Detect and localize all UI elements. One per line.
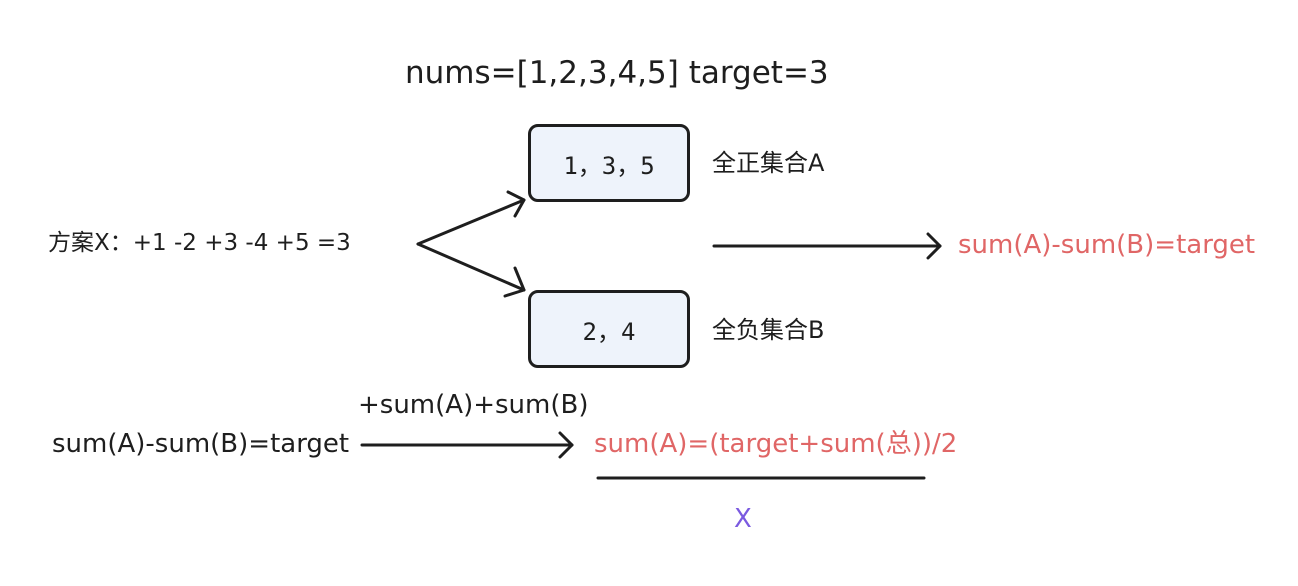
derivation-left: sum(A)-sum(B)=target <box>52 429 350 459</box>
result-equation: sum(A)-sum(B)=target <box>958 230 1256 260</box>
derivation-operation: +sum(A)+sum(B) <box>358 390 589 420</box>
set-b-label: 全负集合B <box>712 316 825 344</box>
set-a-label: 全正集合A <box>712 149 825 177</box>
set-b-content: 2，4 <box>582 317 636 346</box>
arrow-to-set-b <box>416 242 526 298</box>
arrow-to-result <box>712 232 942 260</box>
arrow-to-set-a <box>416 190 526 246</box>
scheme-x-expression: 方案X：+1 -2 +3 -4 +5 =3 <box>48 230 351 256</box>
problem-statement: nums=[1,2,3,4,5] target=3 <box>405 55 829 91</box>
set-a-content: 1，3，5 <box>563 151 655 180</box>
set-b-box: 2，4 <box>528 290 690 368</box>
set-a-box: 1，3，5 <box>528 124 690 202</box>
variable-x: X <box>734 504 752 534</box>
derivation-right: sum(A)=(target+sum(总))/2 <box>594 429 958 459</box>
arrow-derivation <box>360 431 574 459</box>
